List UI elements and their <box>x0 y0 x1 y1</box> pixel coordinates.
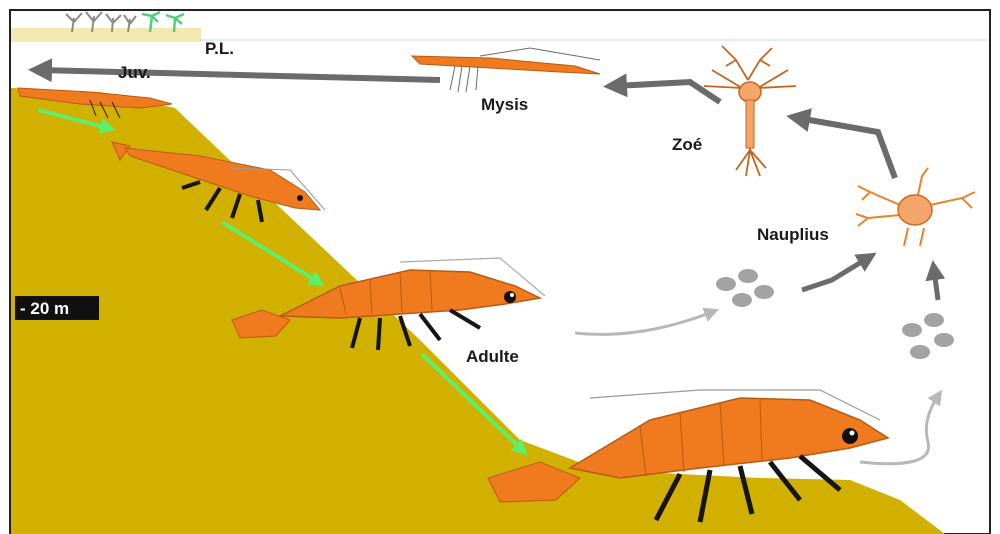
label-adulte: Adulte <box>466 347 519 366</box>
label-pl: P.L. <box>205 39 234 58</box>
depth-marker: - 20 m <box>20 299 69 318</box>
label-mysis: Mysis <box>481 95 528 114</box>
beach-strip <box>11 28 201 42</box>
zoe-body <box>739 82 761 102</box>
label-zoe: Zoé <box>672 135 702 154</box>
zoe-tail <box>746 100 754 148</box>
label-nauplius: Nauplius <box>757 225 829 244</box>
label-juv: Juv. <box>118 63 151 82</box>
nauplius-body <box>898 195 932 225</box>
